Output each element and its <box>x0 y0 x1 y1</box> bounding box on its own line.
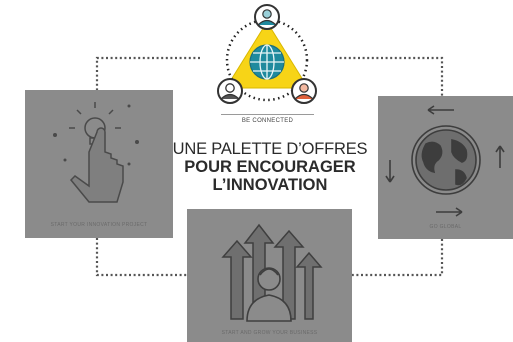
connector-bottom-right <box>352 239 444 277</box>
card-go-global[interactable]: GO GLOBAL <box>378 96 513 239</box>
connector-bottom-left <box>95 238 187 277</box>
globe-icon <box>249 44 285 80</box>
card-caption-business: START AND GROW YOUR BUSINESS <box>221 330 318 336</box>
connector-top-left <box>95 56 200 90</box>
caption-divider <box>221 114 314 115</box>
person-growth-arrows-icon <box>221 223 323 322</box>
card-caption-global: GO GLOBAL <box>429 224 462 230</box>
card-caption-innovation: START YOUR INNOVATION PROJECT <box>50 222 148 228</box>
title-line-1: UNE PALETTE D’OFFRES <box>172 140 368 158</box>
card-caption-connected: BE CONNECTED <box>241 118 294 124</box>
person-avatar-top-icon <box>254 4 280 30</box>
globe-arrows-icon <box>385 105 505 217</box>
person-avatar-left-icon <box>217 78 243 104</box>
title-line-3: L’INNOVATION <box>212 176 328 194</box>
title-line-2: POUR ENCOURAGER <box>184 158 356 176</box>
card-innovation-project[interactable]: START YOUR INNOVATION PROJECT <box>25 90 173 238</box>
lightbulb-hand-icon <box>53 102 139 203</box>
connected-globe-network-icon <box>217 4 317 104</box>
card-be-connected[interactable]: BE CONNECTED <box>200 0 335 128</box>
connector-top-right <box>335 56 444 96</box>
card-grow-business[interactable]: START AND GROW YOUR BUSINESS <box>187 209 352 342</box>
person-avatar-right-icon <box>291 78 317 104</box>
page-title: UNE PALETTE D’OFFRES POUR ENCOURAGER L’I… <box>140 140 400 194</box>
